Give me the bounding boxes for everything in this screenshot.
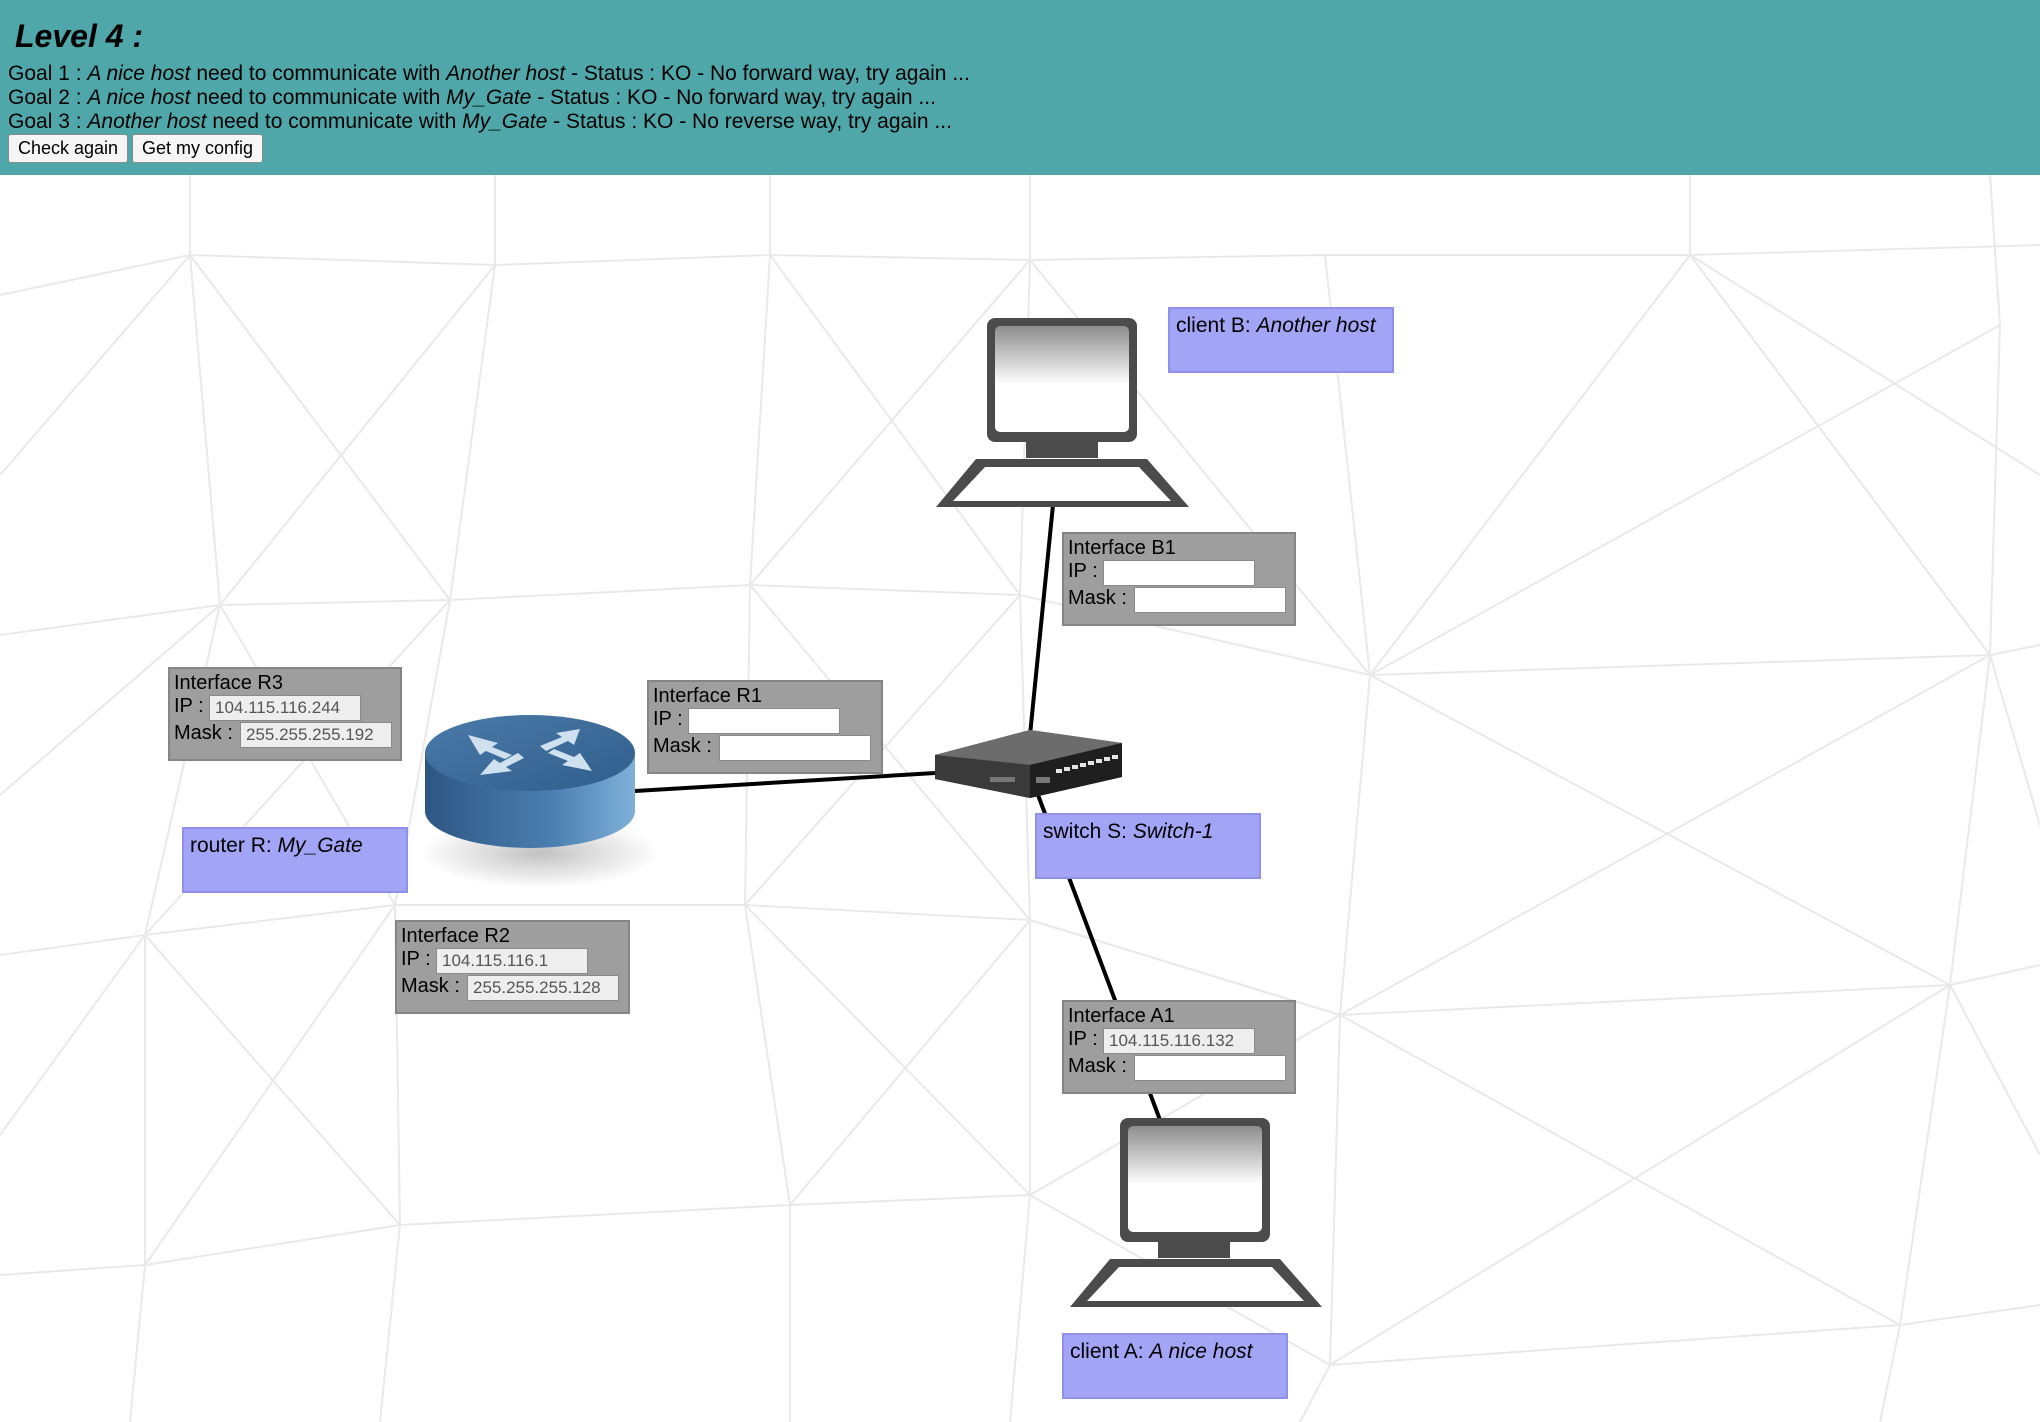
goal-status: - Status : KO - No forward way, try agai… [531, 86, 936, 109]
mask-label: Mask : [174, 722, 233, 744]
interface-r3-panel: Interface R3 IP : Mask : [168, 667, 402, 761]
client-b-label[interactable]: client B: Another host [1168, 307, 1394, 373]
goal-source: A nice host [87, 86, 191, 109]
interface-title: Interface R2 [401, 925, 510, 947]
interface-b1-mask-input[interactable] [1134, 587, 1286, 613]
goal-status: - Status : KO - No forward way, try agai… [565, 62, 970, 85]
device-name: A nice host [1149, 1340, 1253, 1363]
interface-title: Interface R3 [174, 672, 283, 694]
goal-target: My_Gate [462, 110, 548, 133]
level-title: Level 4 : [15, 18, 144, 54]
goal-middle: need to communicate with [190, 62, 447, 85]
switch-label[interactable]: switch S: Switch-1 [1035, 813, 1261, 879]
goal-prefix: Goal 1 : [8, 62, 88, 85]
client-a-computer-icon[interactable] [1069, 1115, 1324, 1315]
interface-r3-mask-input[interactable] [240, 722, 392, 748]
interface-b1-panel: Interface B1 IP : Mask : [1062, 532, 1296, 626]
device-type-label: switch S: [1043, 820, 1133, 843]
goal-middle: need to communicate with [190, 86, 447, 109]
ip-label: IP : [401, 948, 431, 970]
ip-label: IP : [653, 708, 683, 730]
interface-a1-panel: Interface A1 IP : Mask : [1062, 1000, 1296, 1094]
goal-1-line: Goal 1 : A nice host need to communicate… [8, 62, 970, 86]
mask-label: Mask : [1068, 1055, 1127, 1077]
goal-prefix: Goal 3 : [8, 110, 88, 133]
switch-icon[interactable] [930, 725, 1125, 810]
link-router-switch [634, 771, 936, 793]
device-type-label: client A: [1070, 1340, 1150, 1363]
device-name: Switch-1 [1132, 820, 1214, 843]
goal-target: Another host [446, 62, 566, 85]
router-label[interactable]: router R: My_Gate [182, 827, 408, 893]
goal-source: A nice host [87, 62, 191, 85]
interface-r2-panel: Interface R2 IP : Mask : [395, 920, 630, 1014]
network-canvas: client B: Another host router R: My_Gate… [0, 175, 2040, 1422]
interface-r1-panel: Interface R1 IP : Mask : [647, 680, 883, 774]
client-a-label[interactable]: client A: A nice host [1062, 1333, 1288, 1399]
mask-label: Mask : [1068, 587, 1127, 609]
interface-title: Interface A1 [1068, 1005, 1175, 1027]
goal-2-line: Goal 2 : A nice host need to communicate… [8, 86, 936, 110]
ip-label: IP : [1068, 560, 1098, 582]
device-name: Another host [1256, 314, 1376, 337]
ip-label: IP : [174, 695, 204, 717]
interface-b1-ip-input[interactable] [1103, 560, 1255, 586]
goal-source: Another host [87, 110, 207, 133]
client-b-computer-icon[interactable] [935, 315, 1190, 515]
interface-title: Interface R1 [653, 685, 762, 707]
interface-a1-mask-input[interactable] [1134, 1055, 1286, 1081]
interface-r1-mask-input[interactable] [719, 735, 871, 761]
goal-3-line: Goal 3 : Another host need to communicat… [8, 110, 952, 134]
interface-a1-ip-input[interactable] [1103, 1028, 1255, 1054]
goal-middle: need to communicate with [206, 110, 463, 133]
goal-status: - Status : KO - No reverse way, try agai… [547, 110, 952, 133]
mask-label: Mask : [653, 735, 712, 757]
interface-r2-mask-input[interactable] [467, 975, 619, 1001]
interface-r3-ip-input[interactable] [209, 695, 361, 721]
check-again-button[interactable]: Check again [8, 134, 129, 163]
ip-label: IP : [1068, 1028, 1098, 1050]
get-config-button[interactable]: Get my config [132, 134, 264, 163]
device-name: My_Gate [277, 834, 363, 857]
device-type-label: router R: [190, 834, 278, 857]
interface-r2-ip-input[interactable] [436, 948, 588, 974]
header-bar: Level 4 : Goal 1 : A nice host need to c… [0, 0, 2040, 175]
device-type-label: client B: [1176, 314, 1257, 337]
router-icon[interactable] [420, 703, 670, 893]
interface-r1-ip-input[interactable] [688, 708, 840, 734]
link-client-b-switch [1028, 504, 1055, 736]
interface-title: Interface B1 [1068, 537, 1176, 559]
goal-prefix: Goal 2 : [8, 86, 88, 109]
mask-label: Mask : [401, 975, 460, 997]
goal-target: My_Gate [446, 86, 532, 109]
